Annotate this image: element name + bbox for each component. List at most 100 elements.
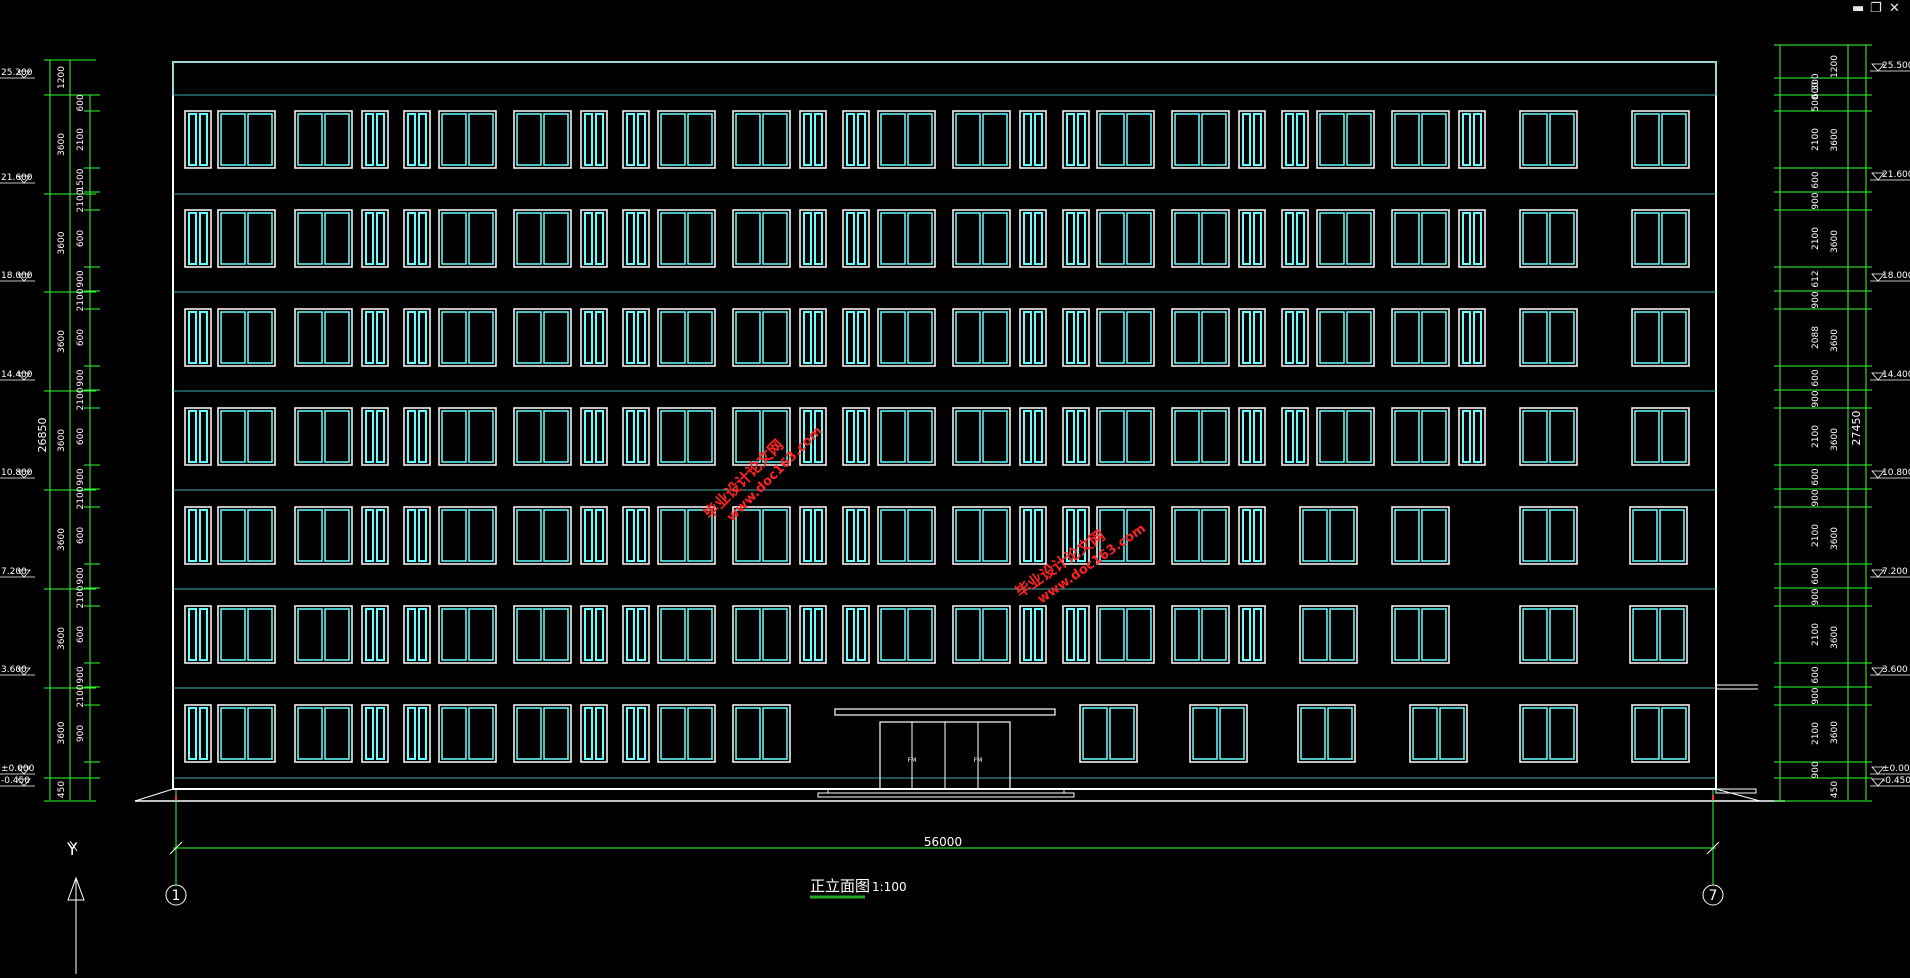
window-frame (438, 209, 497, 268)
window-sash (188, 113, 197, 166)
window (294, 308, 353, 367)
window-sash (637, 311, 646, 364)
window-sash (735, 410, 761, 463)
minimize-button[interactable]: ▬ (1852, 1, 1865, 16)
window-sash (1023, 410, 1032, 463)
window-sash (188, 311, 197, 364)
window-frame (952, 605, 1011, 664)
window-sash (1659, 509, 1685, 562)
level-text: 21.600 (1, 173, 33, 183)
window-sash (1066, 212, 1075, 265)
window-sash (1319, 410, 1345, 463)
level-text: 21.600 (1882, 170, 1910, 180)
window-frame (622, 209, 650, 268)
window-frame (1019, 308, 1047, 367)
window-frame (877, 110, 936, 169)
window-frame (1238, 209, 1266, 268)
window-frame (294, 704, 353, 763)
window-frame (1281, 209, 1309, 268)
restore-button[interactable]: ❐ (1870, 1, 1882, 16)
window (842, 506, 870, 565)
window-frame (438, 704, 497, 763)
window-sash (1034, 608, 1043, 661)
window-sash (803, 608, 812, 661)
window-frame (877, 407, 936, 466)
left-inner-dim: 900 (76, 468, 86, 485)
level-text: 7.200 (1882, 567, 1908, 577)
window-sash (1034, 212, 1043, 265)
window-sash (660, 410, 686, 463)
window (1519, 209, 1578, 268)
window-frame (438, 407, 497, 466)
window (1316, 308, 1375, 367)
window (403, 407, 431, 466)
window-frame (1019, 407, 1047, 466)
window-frame (1458, 209, 1486, 268)
window-frame (1096, 209, 1155, 268)
window-sash (1174, 509, 1200, 562)
level-text: 18.000 (1882, 271, 1910, 281)
window-sash (1302, 509, 1328, 562)
window-sash (1126, 212, 1152, 265)
window-sash (1242, 212, 1251, 265)
right-outer-dim: 3600 (1830, 128, 1840, 151)
window-frame (438, 605, 497, 664)
window-frame (657, 506, 716, 565)
window-sash (735, 608, 761, 661)
window-frame (1629, 605, 1688, 664)
window-sash (418, 113, 427, 166)
left-inner-dim: 600 (76, 626, 86, 643)
window-sash (199, 509, 208, 562)
window-frame (580, 506, 608, 565)
window (580, 308, 608, 367)
window-frame (1631, 704, 1690, 763)
window-sash (1296, 113, 1305, 166)
window-sash (1192, 707, 1218, 760)
window-sash (687, 410, 713, 463)
window-sash (468, 707, 494, 760)
parapet (172, 61, 1717, 96)
window-sash (441, 113, 467, 166)
window-sash (543, 509, 569, 562)
window (1096, 605, 1155, 664)
window-sash (543, 410, 569, 463)
window-frame (1299, 605, 1358, 664)
window-frame (184, 110, 212, 169)
window (877, 605, 936, 664)
window-frame (622, 110, 650, 169)
close-button[interactable]: ✕ (1889, 1, 1900, 16)
window-sash (1201, 311, 1227, 364)
left-inner-dim: 1500 (76, 168, 86, 191)
window-sash (1253, 113, 1262, 166)
window (580, 209, 608, 268)
window-sash (1421, 608, 1447, 661)
window (1458, 308, 1486, 367)
window (184, 209, 212, 268)
window (1299, 605, 1358, 664)
window (513, 209, 572, 268)
window-sash (1421, 410, 1447, 463)
window-sash (1099, 311, 1125, 364)
level-text: ±0.000 (1882, 764, 1910, 774)
window-sash (1066, 311, 1075, 364)
window-sash (584, 410, 593, 463)
window-sash (1174, 608, 1200, 661)
window-frame (1019, 110, 1047, 169)
window-sash (407, 212, 416, 265)
window-frame (1062, 407, 1090, 466)
window-sash (1034, 509, 1043, 562)
window-frame (1062, 110, 1090, 169)
level-triangle (17, 766, 31, 775)
window-sash (297, 410, 323, 463)
window-frame (877, 308, 936, 367)
window (622, 704, 650, 763)
level-triangle (17, 778, 31, 787)
window (1391, 506, 1450, 565)
level-triangle (17, 372, 31, 381)
window-frame (1281, 407, 1309, 466)
window-sash (1473, 410, 1482, 463)
overall-dimension-text: 56000 (924, 835, 962, 849)
window (580, 110, 608, 169)
window (513, 605, 572, 664)
